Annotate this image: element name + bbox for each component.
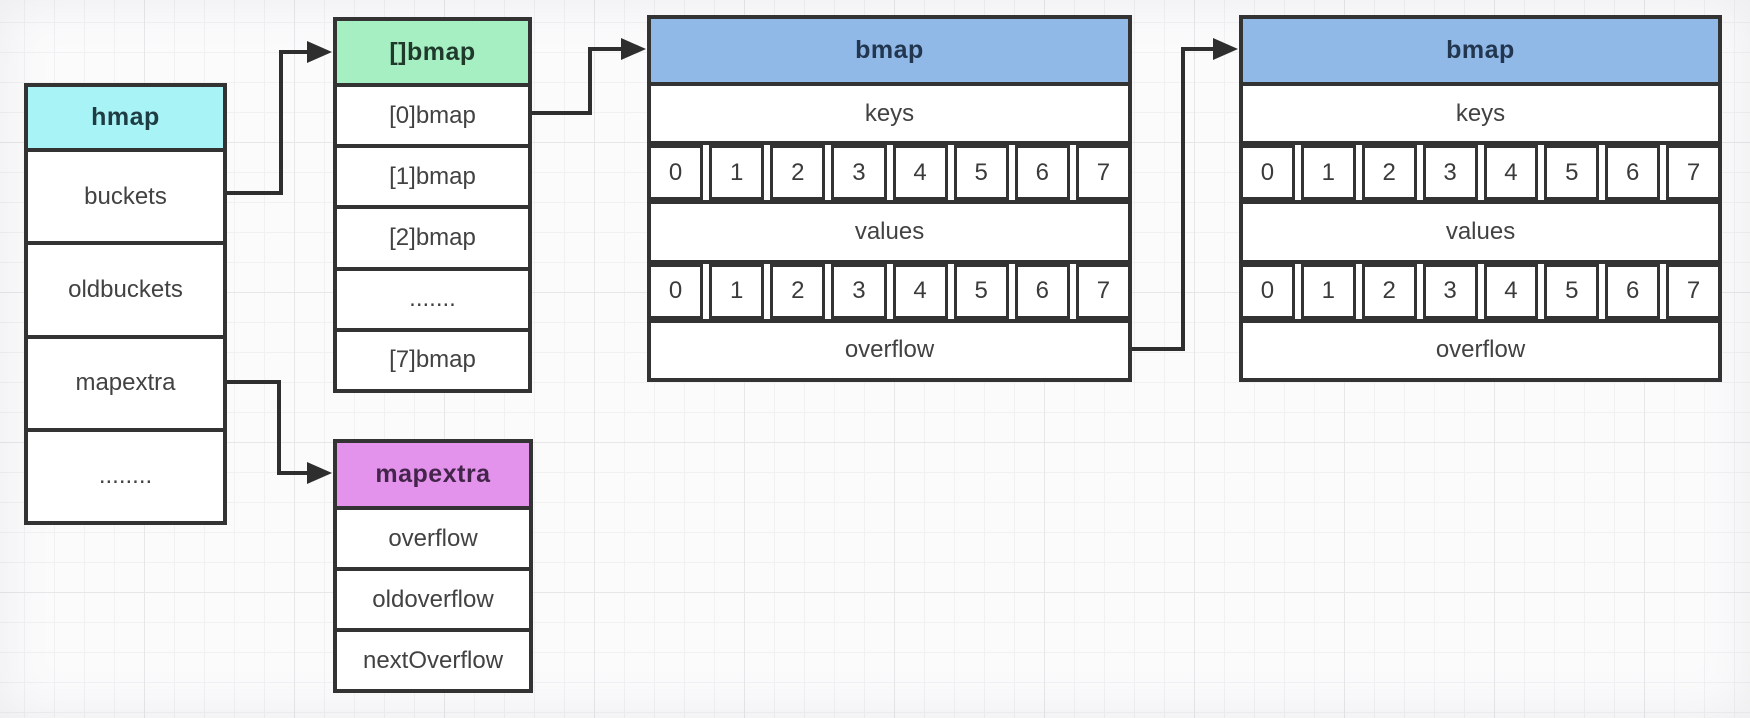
bmap-bucket-1-struct: bmap keys 0 1 2 3 4 5 6 7 values 0 1 2 3… — [647, 15, 1132, 382]
bmap-array-row-7: [7]bmap — [337, 327, 528, 390]
value-slot: 0 — [651, 263, 704, 319]
arrowhead-icon — [307, 41, 332, 63]
key-slot: 0 — [651, 145, 704, 201]
hmap-row-oldbuckets: oldbuckets — [28, 241, 223, 335]
value-slot: 5 — [1544, 263, 1600, 319]
value-slot: 7 — [1666, 263, 1718, 319]
value-slot: 2 — [770, 263, 826, 319]
bucket-1-key-slots: 0 1 2 3 4 5 6 7 — [651, 141, 1128, 201]
key-slot: 7 — [1666, 145, 1718, 201]
key-slot: 2 — [1361, 145, 1417, 201]
value-slot: 7 — [1075, 263, 1128, 319]
key-slot: 3 — [1422, 145, 1478, 201]
bucket-1-values-label: values — [651, 200, 1128, 260]
hmap-row-mapextra: mapextra — [28, 334, 223, 428]
arrowhead-icon — [1213, 38, 1238, 60]
value-slot: 3 — [1422, 263, 1478, 319]
bmap-array-title: []bmap — [337, 21, 528, 83]
value-slot: 3 — [831, 263, 887, 319]
key-slot: 6 — [1014, 145, 1070, 201]
value-slot: 1 — [709, 263, 765, 319]
bmap-array-struct: []bmap [0]bmap [1]bmap [2]bmap ....... [… — [333, 17, 532, 393]
arrowhead-icon — [621, 38, 646, 60]
bucket-2-keys-label: keys — [1243, 82, 1718, 142]
arrow-bmap0-to-bucket-1 — [532, 38, 646, 115]
key-slot: 4 — [1483, 145, 1539, 201]
bmap-bucket-2-title: bmap — [1243, 19, 1718, 82]
mapextra-row-oldoverflow: oldoverflow — [337, 567, 529, 628]
value-slot: 6 — [1014, 263, 1070, 319]
hmap-row-buckets: buckets — [28, 148, 223, 242]
bucket-2-value-slots: 0 1 2 3 4 5 6 7 — [1243, 259, 1718, 319]
bucket-1-keys-label: keys — [651, 82, 1128, 142]
bucket-2-values-label: values — [1243, 200, 1718, 260]
bmap-array-row-2: [2]bmap — [337, 205, 528, 267]
mapextra-struct: mapextra overflow oldoverflow nextOverfl… — [333, 439, 533, 693]
bucket-2-key-slots: 0 1 2 3 4 5 6 7 — [1243, 141, 1718, 201]
value-slot: 0 — [1243, 263, 1295, 319]
mapextra-title: mapextra — [337, 443, 529, 506]
arrow-mapextra-to-mapextra-struct — [227, 380, 332, 484]
arrowhead-icon — [307, 462, 332, 484]
key-slot: 4 — [892, 145, 948, 201]
key-slot: 3 — [831, 145, 887, 201]
value-slot: 6 — [1605, 263, 1661, 319]
hmap-title: hmap — [28, 87, 223, 148]
bmap-bucket-2-struct: bmap keys 0 1 2 3 4 5 6 7 values 0 1 2 3… — [1239, 15, 1722, 382]
key-slot: 5 — [953, 145, 1009, 201]
key-slot: 0 — [1243, 145, 1295, 201]
bmap-array-row-1: [1]bmap — [337, 144, 528, 206]
value-slot: 1 — [1300, 263, 1356, 319]
value-slot: 2 — [1361, 263, 1417, 319]
arrow-buckets-to-bmap-array — [227, 41, 332, 195]
key-slot: 7 — [1075, 145, 1128, 201]
bmap-array-row-0: [0]bmap — [337, 83, 528, 145]
bucket-1-overflow-label: overflow — [651, 318, 1128, 379]
bucket-1-value-slots: 0 1 2 3 4 5 6 7 — [651, 259, 1128, 319]
key-slot: 1 — [1300, 145, 1356, 201]
mapextra-row-overflow: overflow — [337, 506, 529, 567]
key-slot: 1 — [709, 145, 765, 201]
arrow-overflow-to-bucket-2 — [1132, 38, 1238, 351]
hmap-row-ellipsis: ........ — [28, 427, 223, 521]
bucket-2-overflow-label: overflow — [1243, 318, 1718, 379]
value-slot: 5 — [953, 263, 1009, 319]
key-slot: 5 — [1544, 145, 1600, 201]
key-slot: 2 — [770, 145, 826, 201]
bmap-bucket-1-title: bmap — [651, 19, 1128, 82]
key-slot: 6 — [1605, 145, 1661, 201]
mapextra-row-nextoverflow: nextOverflow — [337, 628, 529, 689]
bmap-array-row-ellipsis: ....... — [337, 266, 528, 328]
value-slot: 4 — [892, 263, 948, 319]
value-slot: 4 — [1483, 263, 1539, 319]
hmap-struct: hmap buckets oldbuckets mapextra .......… — [24, 83, 227, 525]
